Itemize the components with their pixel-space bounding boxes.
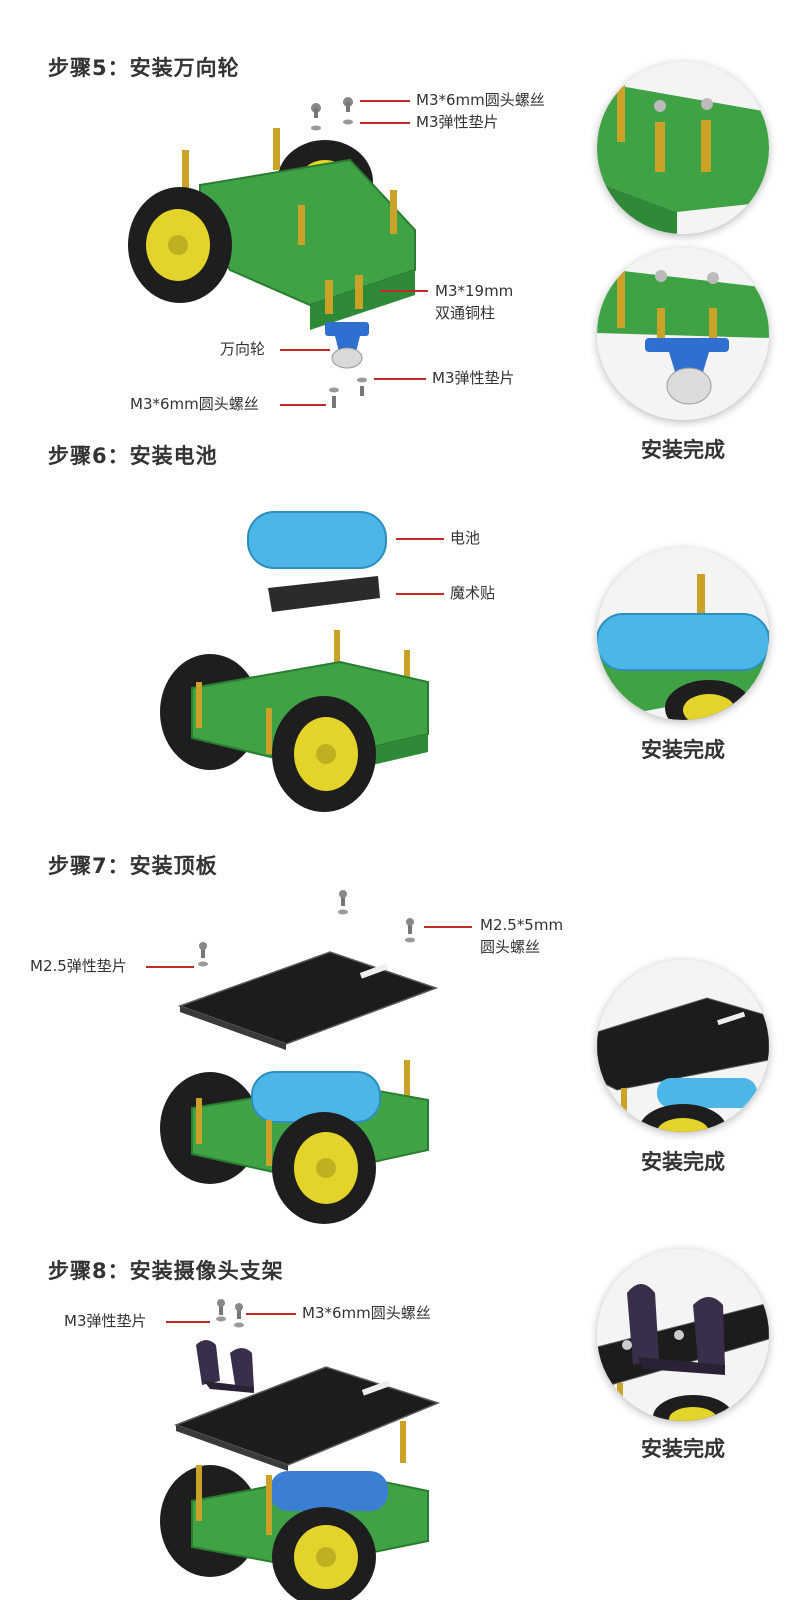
step-6-section: 步骤6：安装电池 电池 魔术贴 安装完成 xyxy=(0,440,812,840)
step-8-assembly-illustration xyxy=(160,1299,441,1600)
label-m25-screw-size: M2.5*5mm xyxy=(480,916,564,934)
label-m3-screw-top: M3*6mm圆头螺丝 xyxy=(416,91,545,109)
label-battery: 电池 xyxy=(450,529,481,547)
leader-line xyxy=(424,926,472,928)
leader-line xyxy=(380,290,428,292)
label-velcro: 魔术贴 xyxy=(450,584,496,602)
leader-line xyxy=(280,404,326,406)
detail-circle-caster xyxy=(597,248,769,420)
detail-circle-top-plate xyxy=(597,960,769,1132)
leader-line xyxy=(360,122,410,124)
step-7-done-label: 安装完成 xyxy=(641,1150,725,1174)
label-m25-washer: M2.5弹性垫片 xyxy=(30,957,127,975)
step-6-title: 步骤6：安装电池 xyxy=(48,444,218,468)
step-8-section: 步骤8：安装摄像头支架 M3弹性垫片 M3*6mm圆头螺丝 xyxy=(0,1249,812,1600)
step-5-title: 步骤5：安装万向轮 xyxy=(48,56,240,80)
detail-circle-camera-bracket xyxy=(597,1249,769,1421)
label-m3-screw-bottom: M3*6mm圆头螺丝 xyxy=(130,395,259,413)
label-m3-screw: M3*6mm圆头螺丝 xyxy=(302,1304,431,1322)
step-8-title: 步骤8：安装摄像头支架 xyxy=(48,1259,284,1283)
step-6-assembly-illustration xyxy=(160,511,429,812)
leader-line xyxy=(246,1313,296,1315)
label-m25-screw-type: 圆头螺丝 xyxy=(480,938,541,956)
step-5-assembly-illustration xyxy=(128,97,416,408)
detail-circle-standoffs xyxy=(597,62,769,234)
label-standoff-type: 双通铜柱 xyxy=(435,304,496,322)
leader-line xyxy=(280,349,330,351)
leader-line xyxy=(396,593,444,595)
leader-line xyxy=(146,966,194,968)
leader-line xyxy=(396,538,444,540)
leader-line xyxy=(166,1321,210,1323)
detail-circle-battery xyxy=(597,548,769,720)
step-7-section: 步骤7：安装顶板 M2.5*5mm 圆头螺丝 M2.5弹性垫片 xyxy=(0,850,812,1240)
label-m3-washer-top: M3弹性垫片 xyxy=(416,113,499,131)
step-5-done-label: 安装完成 xyxy=(641,438,725,462)
label-m3-washer-bottom: M3弹性垫片 xyxy=(432,369,515,387)
label-standoff-size: M3*19mm xyxy=(435,282,514,300)
leader-line xyxy=(360,100,410,102)
label-m3-washer: M3弹性垫片 xyxy=(64,1312,147,1330)
step-7-assembly-illustration xyxy=(160,890,439,1224)
step-7-title: 步骤7：安装顶板 xyxy=(48,854,218,878)
step-8-done-label: 安装完成 xyxy=(641,1437,725,1461)
leader-line xyxy=(374,378,426,380)
label-caster: 万向轮 xyxy=(220,340,266,358)
step-5-section: 步骤5：安装万向轮 M3*6mm圆头螺丝 M3弹 xyxy=(0,0,812,462)
step-6-done-label: 安装完成 xyxy=(641,738,725,762)
label-m3-standoff: M3*19mm 双通铜柱 xyxy=(435,280,513,324)
label-m25-screw: M2.5*5mm 圆头螺丝 xyxy=(480,914,563,958)
